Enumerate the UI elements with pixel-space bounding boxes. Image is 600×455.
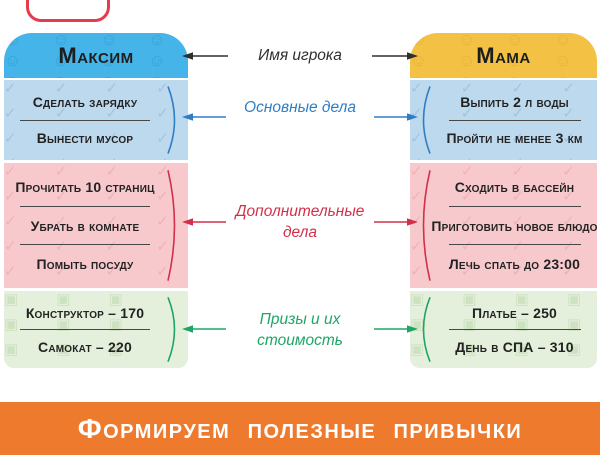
task-item: Прочитать 10 страниц xyxy=(15,178,155,195)
player-name: Мама xyxy=(476,42,531,68)
brace-prizes-left xyxy=(163,296,183,363)
card-header-mama: ☺ ☺ ☺ ☺ ☺ ☺ ☺ ☺ ☺ ☺ ☺ ☺ ☺ ☺ ☺ ☺ ☺ ☺ ☺ ☺ … xyxy=(410,33,597,78)
prize-item: День в СПА – 310 xyxy=(455,338,574,355)
extra-tasks-section: ✓ ✓ ✓ ✓ ✓ ✓ ✓ ✓ ✓ ✓ ✓ ✓ ✓ ✓ ✓ ✓ ✓ ✓ ✓ ✓ … xyxy=(410,163,597,288)
divider xyxy=(448,119,581,121)
arrow-right-icon xyxy=(372,50,418,62)
arrow-left-icon xyxy=(182,111,226,123)
brace-main-right xyxy=(415,85,435,155)
card-header-maksim: ☺ ☺ ☺ ☺ ☺ ☺ ☺ ☺ ☺ ☺ ☺ ☺ ☺ ☺ ☺ ☺ ☺ ☺ ☺ ☺ … xyxy=(4,33,188,78)
divider xyxy=(448,205,581,207)
extra-tasks-section: ✓ ✓ ✓ ✓ ✓ ✓ ✓ ✓ ✓ ✓ ✓ ✓ ✓ ✓ ✓ ✓ ✓ ✓ ✓ ✓ … xyxy=(4,163,188,288)
player-card-maksim: ☺ ☺ ☺ ☺ ☺ ☺ ☺ ☺ ☺ ☺ ☺ ☺ ☺ ☺ ☺ ☺ ☺ ☺ ☺ ☺ … xyxy=(4,33,188,368)
divider xyxy=(448,244,581,246)
banner-title: Формируем полезные привычки xyxy=(77,412,523,444)
task-item: Убрать в комнате xyxy=(30,217,140,234)
prize-item: Конструктор – 170 xyxy=(25,304,145,321)
label-extra-tasks: Дополнительные дела xyxy=(235,203,365,241)
prize-item: Платье – 250 xyxy=(471,304,558,321)
divider xyxy=(448,329,581,330)
player-card-mama: ☺ ☺ ☺ ☺ ☺ ☺ ☺ ☺ ☺ ☺ ☺ ☺ ☺ ☺ ☺ ☺ ☺ ☺ ☺ ☺ … xyxy=(410,33,597,368)
prizes-section: ▣ ▣ ▣ ▣ ▣ ▣ ▣ ▣ ▣ ▣ ▣ ▣ ▣ ▣ ▣ ▣ ▣ ▣ ▣ ▣ … xyxy=(410,291,597,368)
arrow-left-icon xyxy=(182,216,226,228)
prize-item: Самокат – 220 xyxy=(38,338,132,355)
divider xyxy=(20,244,150,246)
label-prizes: Призы и их стоимость xyxy=(257,311,343,349)
decorative-red-arc xyxy=(26,0,110,22)
task-item: Приготовить новое блюдо xyxy=(431,217,597,234)
task-item: Выпить 2 л воды xyxy=(460,94,569,111)
player-name: Максим xyxy=(58,42,134,68)
task-item: Вынести мусор xyxy=(36,129,134,146)
divider xyxy=(20,329,150,330)
task-item: Пройти не менее 3 км xyxy=(446,129,583,146)
task-item: Помыть посуду xyxy=(36,256,134,273)
arrow-left-icon xyxy=(182,323,226,335)
main-tasks-section: ✓ ✓ ✓ ✓ ✓ ✓ ✓ ✓ ✓ ✓ ✓ ✓ ✓ ✓ ✓ ✓ ✓ ✓ ✓ ✓ … xyxy=(410,80,597,160)
footer-banner: Формируем полезные привычки xyxy=(0,402,600,455)
arrow-right-icon xyxy=(374,216,418,228)
label-main-tasks: Основные дела xyxy=(244,99,356,116)
arrow-left-icon xyxy=(182,50,228,62)
divider xyxy=(20,119,150,121)
brace-extra-left xyxy=(163,168,183,283)
label-player-name: Имя игрока xyxy=(258,47,342,64)
prizes-section: ▣ ▣ ▣ ▣ ▣ ▣ ▣ ▣ ▣ ▣ ▣ ▣ ▣ ▣ ▣ ▣ ▣ ▣ ▣ ▣ … xyxy=(4,291,188,368)
task-item: Сходить в бассейн xyxy=(454,178,575,195)
arrow-right-icon xyxy=(374,111,418,123)
task-item: Сделать зарядку xyxy=(32,94,138,111)
task-item: Лечь спать до 23:00 xyxy=(448,256,581,273)
arrow-right-icon xyxy=(374,323,418,335)
brace-prizes-right xyxy=(415,296,435,363)
main-tasks-section: ✓ ✓ ✓ ✓ ✓ ✓ ✓ ✓ ✓ ✓ ✓ ✓ ✓ ✓ ✓ ✓ ✓ ✓ ✓ ✓ … xyxy=(4,80,188,160)
brace-extra-right xyxy=(415,168,435,283)
brace-main-left xyxy=(163,85,183,155)
divider xyxy=(20,205,150,207)
